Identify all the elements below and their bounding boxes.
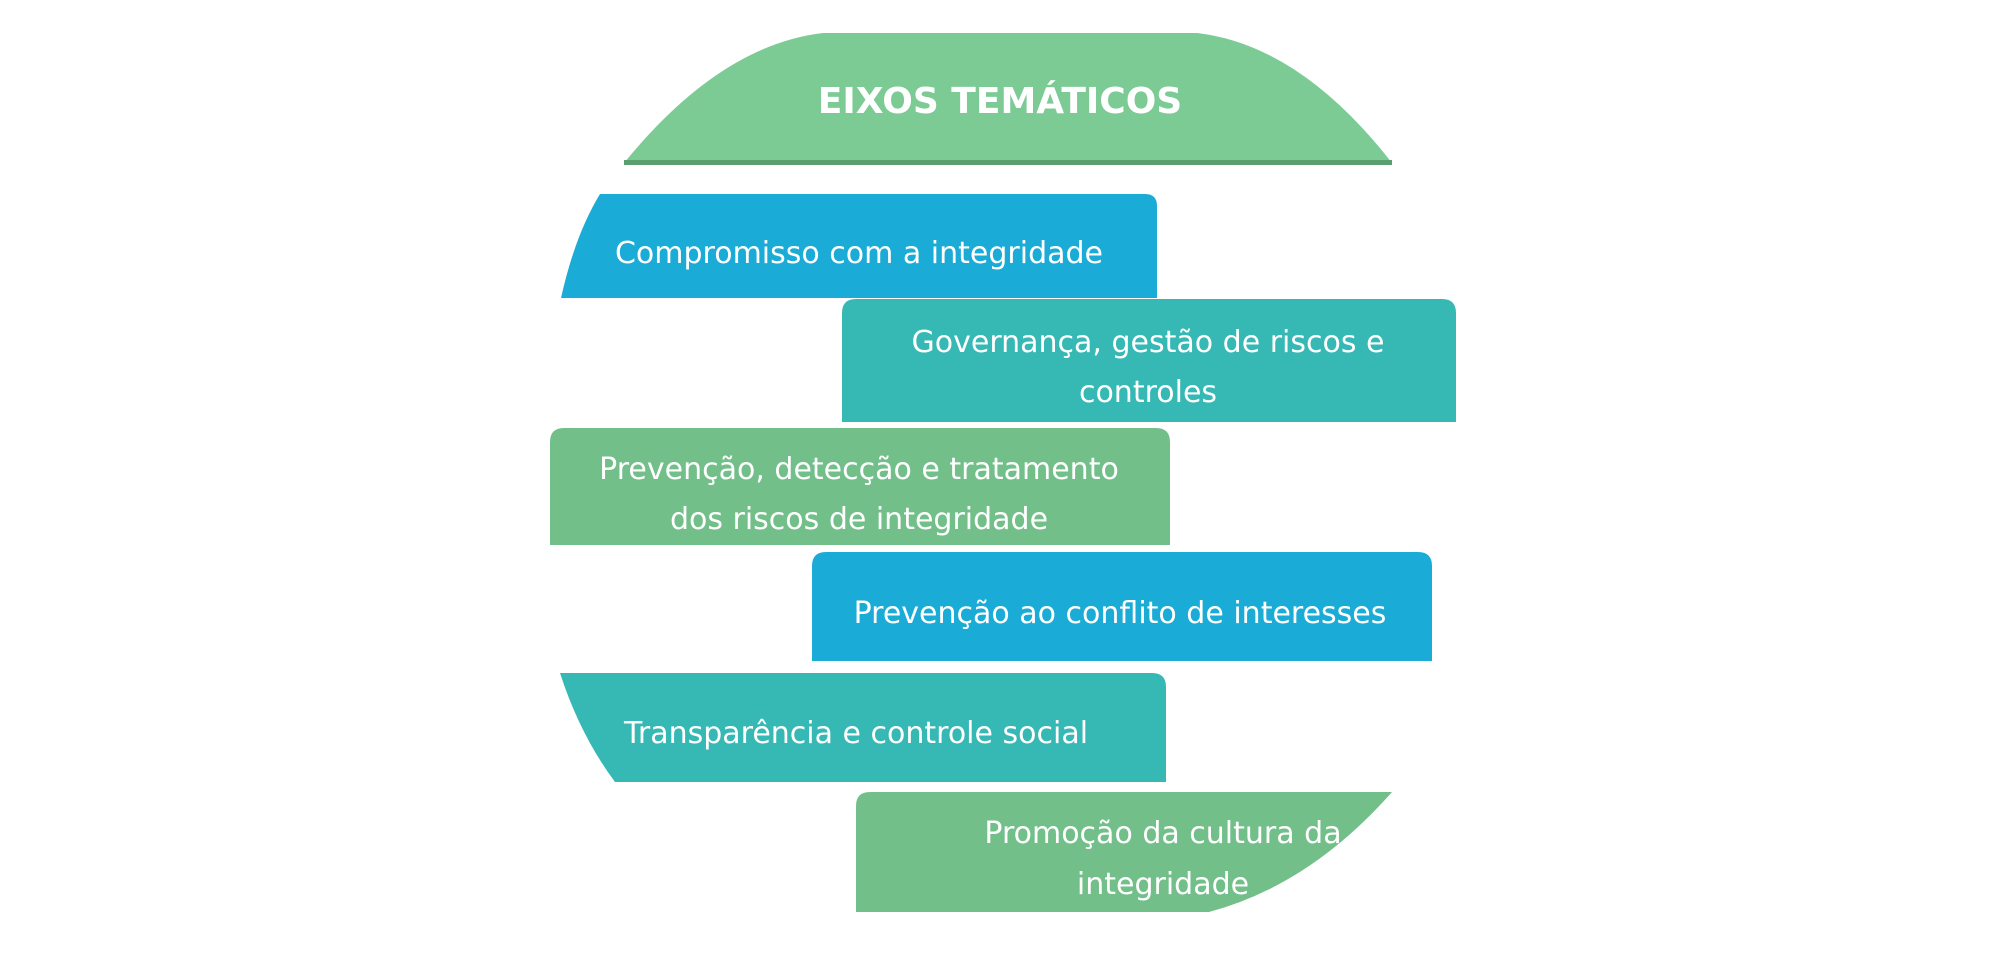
header-banner: EIXOS TEMÁTICOS [624, 33, 1392, 165]
theme-box-2: Governança, gestão de riscos e controles [842, 299, 1456, 422]
theme-label: dos riscos de integridade [670, 502, 1048, 537]
theme-label: Promoção da cultura da [984, 816, 1341, 851]
theme-box-1: Compromisso com a integridade [561, 194, 1157, 298]
theme-label: Transparência e controle social [623, 716, 1088, 751]
theme-label: controles [1079, 375, 1217, 410]
theme-box-3: Prevenção, detecção e tratamento dos ris… [550, 428, 1170, 545]
theme-label: Prevenção, detecção e tratamento [599, 452, 1119, 487]
theme-label: Governança, gestão de riscos e [912, 325, 1385, 360]
theme-label: Compromisso com a integridade [615, 236, 1103, 271]
theme-label: Prevenção ao conflito de interesses [854, 596, 1387, 631]
theme-box-5: Transparência e controle social [560, 673, 1166, 782]
theme-box-4: Prevenção ao conflito de interesses [812, 552, 1432, 661]
header-title: EIXOS TEMÁTICOS [818, 80, 1182, 122]
theme-box-6: Promoção da cultura da integridade [856, 792, 1392, 912]
theme-label: integridade [1077, 867, 1249, 902]
